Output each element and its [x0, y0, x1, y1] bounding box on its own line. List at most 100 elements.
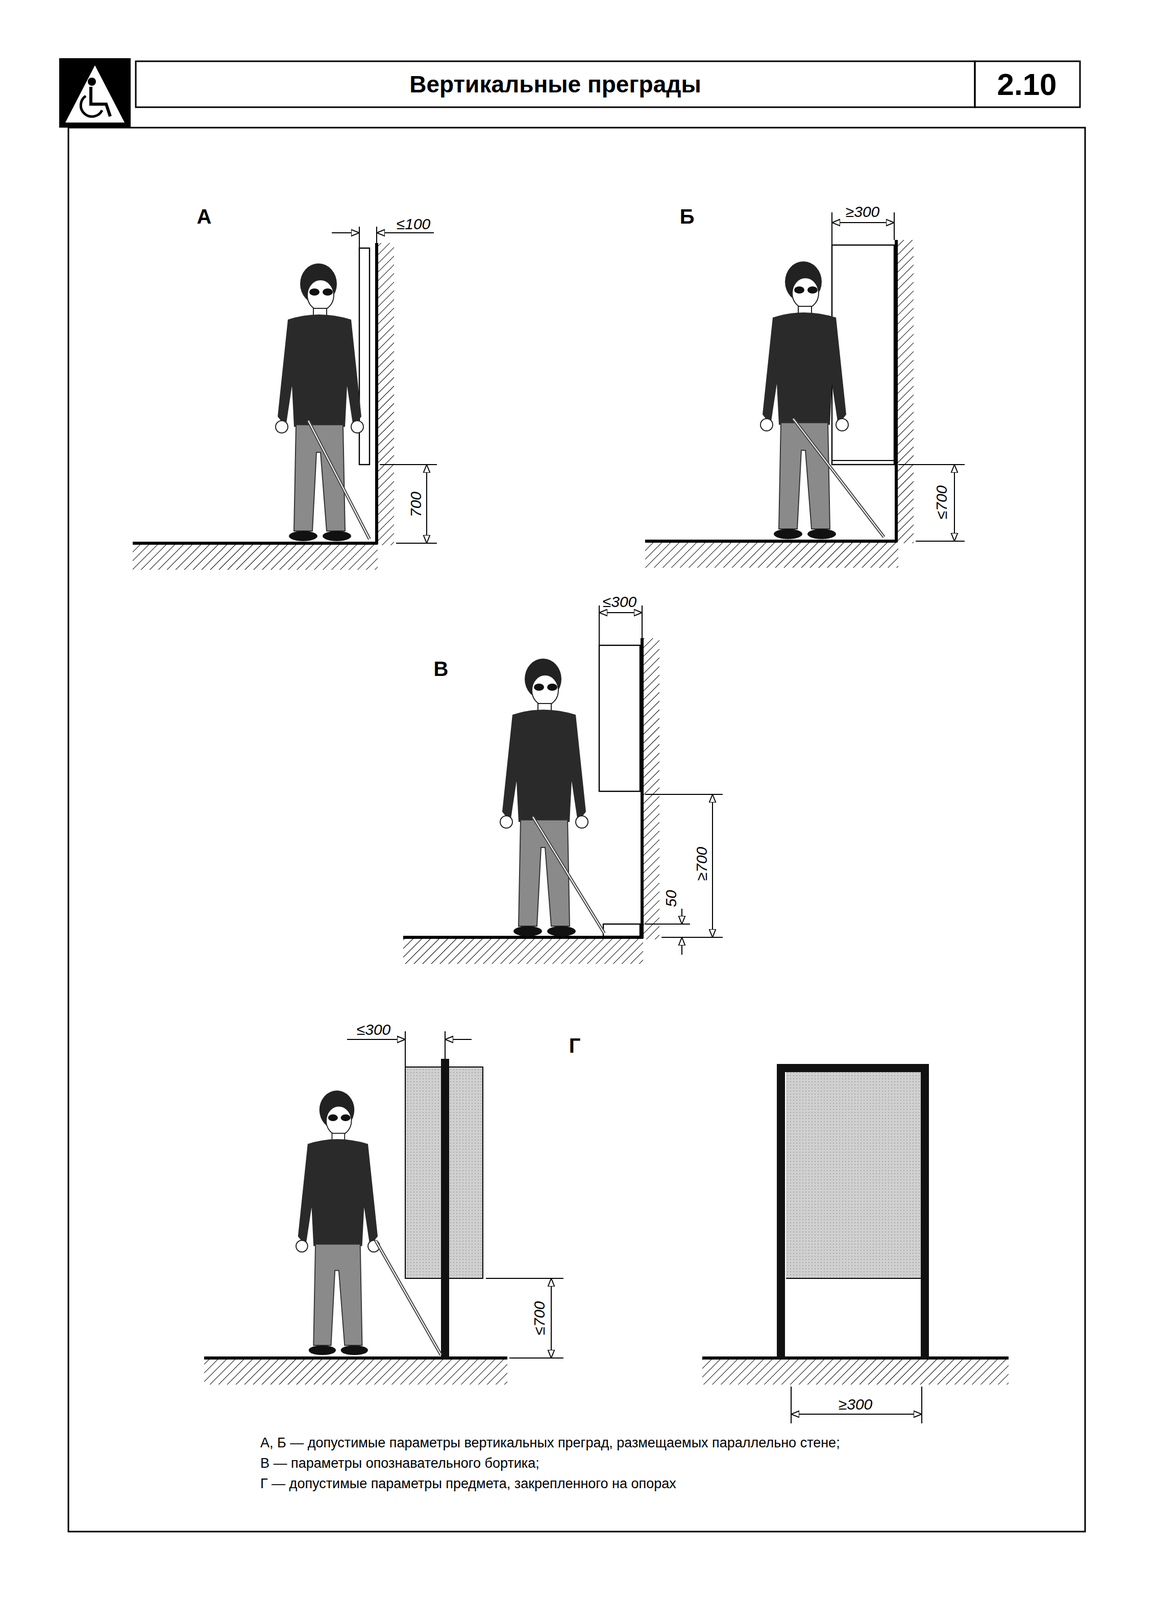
accessibility-icon-part [65, 65, 125, 123]
figure-letter: А [197, 206, 212, 227]
figure-b-part [645, 539, 898, 543]
dimension-lines-b-part [831, 212, 833, 245]
figure-a-part [377, 242, 395, 546]
dimension-lines-c-part [711, 794, 714, 938]
figure-c-part [403, 937, 644, 964]
dimension-value: ≤300 [355, 1021, 392, 1037]
dimension-value: ≤700 [531, 1299, 547, 1337]
dimension-lines-b [831, 212, 965, 542]
legend-note: А, Б — допустимые параметры вертикальных… [260, 1435, 841, 1450]
figure-b-part [793, 418, 885, 537]
page-frame-part [135, 61, 975, 108]
figure-d-front-part [776, 1063, 929, 1358]
figure-b-part [831, 459, 895, 461]
figure-d-side-part [296, 1090, 380, 1355]
dimension-lines-a-part [426, 464, 428, 544]
dimension-value: ≤300 [601, 593, 638, 609]
dimension-lines-d-side [347, 1030, 564, 1358]
figure-d-side-part [375, 1240, 441, 1355]
dimension-lines-c-part [645, 923, 691, 925]
dimension-lines-d-front-part [791, 1413, 922, 1415]
dimension-lines-d-side-part [404, 1030, 406, 1067]
dimension-lines-a-part [376, 232, 434, 234]
figure-a-part [132, 541, 378, 545]
dimension-lines-a-part [376, 226, 378, 243]
dimension-lines-c-part [641, 605, 643, 638]
dimension-lines-d-side-part [550, 1278, 552, 1358]
dimension-lines-d-front [791, 1386, 922, 1423]
dimension-lines-a-part [396, 542, 437, 544]
dimension-value: ≥700 [693, 845, 709, 882]
dimension-lines-c-part [598, 605, 600, 646]
figure-d-side-part [204, 1357, 508, 1385]
figure-d-front-part [786, 1277, 922, 1279]
accessibility-icon [59, 58, 131, 128]
dimension-value: ≤700 [933, 484, 949, 521]
page-frame-part [974, 61, 1080, 108]
dimension-value: ≥300 [837, 1395, 874, 1412]
figure-a-part [132, 543, 378, 570]
dimension-lines-d-front-part [790, 1386, 792, 1423]
accessibility-icon-part [80, 95, 103, 117]
dimension-value: ≥300 [844, 203, 881, 219]
figure-d-front-part [702, 1357, 1009, 1385]
page-title: Вертикальные преграды [409, 72, 701, 97]
accessibility-icon-part [59, 58, 131, 128]
dimension-lines-b-part [953, 464, 955, 542]
figure-b-part [645, 541, 899, 568]
page-frame [68, 61, 1086, 1532]
dimension-lines-d-side-part [347, 1038, 406, 1040]
legend-note: В — параметры опознавательного бортика; [260, 1456, 540, 1470]
figure-b-part [897, 239, 914, 544]
page-frame-part [68, 127, 1086, 1532]
dimension-lines-d-side-part [445, 1038, 472, 1040]
figure-c-part [500, 658, 588, 937]
dimension-lines-c-part [599, 611, 643, 613]
figure-c [403, 637, 660, 964]
dimension-value: 50 [663, 888, 679, 908]
figure-a-part [308, 420, 370, 539]
dimension-lines-c-part [681, 908, 683, 924]
figure-c-part [640, 637, 644, 939]
dimension-lines-b-part [915, 540, 965, 542]
figure-letter: В [433, 658, 449, 679]
figure-b-part [760, 261, 849, 539]
dimension-lines-d-side-part [509, 1357, 564, 1359]
dimension-lines-d-front-part [921, 1386, 923, 1423]
figure-b-part [894, 239, 898, 543]
dimension-lines-c-part [645, 793, 723, 795]
dimension-value: 700 [407, 490, 424, 519]
figure-d-front [702, 1063, 1009, 1385]
dimension-lines-a-part [379, 463, 437, 465]
dimension-value: ≤100 [395, 215, 432, 232]
dimension-lines-a [331, 226, 437, 544]
figure-letter: Г [569, 1035, 581, 1056]
figure-d-front-part [786, 1071, 922, 1279]
figure-a-part [308, 420, 370, 539]
figure-d-front-part [702, 1356, 1009, 1360]
figure-letter: Б [679, 206, 695, 227]
dimension-lines-b-part [893, 212, 895, 240]
figure-b-part [831, 244, 895, 465]
figure-c-part [532, 816, 605, 933]
figure-d-side-part [375, 1240, 441, 1355]
dimension-lines-b-part [831, 222, 895, 224]
figure-c-part [532, 816, 605, 933]
dimension-lines-d-side-part [485, 1277, 564, 1279]
accessibility-icon-part [87, 77, 96, 86]
dimension-lines-d-side-part [444, 1030, 446, 1059]
figure-d-side [204, 1058, 508, 1385]
dimension-lines-a-part [331, 232, 360, 234]
dimension-lines-a-part [358, 226, 360, 249]
dimension-lines-c-part [681, 937, 683, 955]
figure-d-side-part [204, 1356, 508, 1360]
sheet-number: 2.10 [997, 69, 1058, 101]
figure-c-part [599, 645, 641, 792]
figure-b [645, 239, 914, 568]
figure-b-part [793, 418, 885, 537]
figure-c-part [643, 637, 660, 940]
figure-a [132, 242, 395, 570]
figure-a-part [375, 242, 379, 545]
